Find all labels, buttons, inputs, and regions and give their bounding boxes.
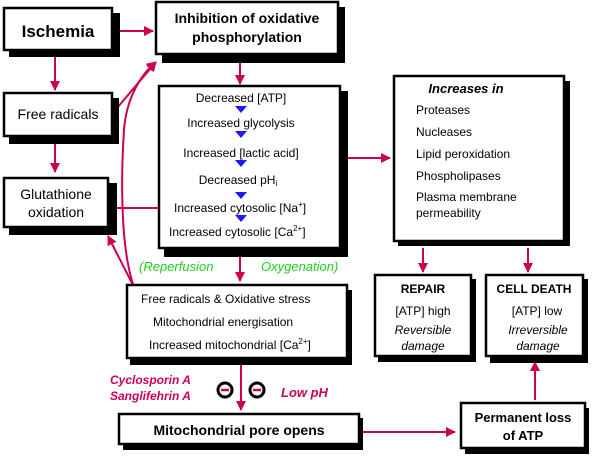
step-arrow-icon bbox=[235, 160, 247, 167]
arrow-reperfusion-to-inhibition bbox=[121, 61, 157, 293]
pore-label: Mitochondrial pore opens bbox=[153, 422, 324, 438]
increases-item: Phospholipases bbox=[416, 169, 501, 183]
node-repair: REPAIR [ATP] high Reversible damage bbox=[373, 273, 476, 362]
node-ischemia: Ischemia bbox=[2, 6, 120, 57]
inhibitor-sanglifehrin: Sanglifehrin A bbox=[110, 389, 191, 403]
node-metabolic-cascade: Decreased [ATP] Increased glycolysis Inc… bbox=[157, 84, 348, 257]
node-cell-death: CELL DEATH [ATP] low Irreversible damage bbox=[484, 273, 588, 363]
node-free-radicals: Free radicals bbox=[2, 91, 119, 144]
repair-desc-line2: damage bbox=[401, 339, 445, 353]
cell-death-atp: [ATP] low bbox=[512, 304, 563, 318]
inhibition-label-line2: phosphorylation bbox=[192, 29, 302, 45]
increases-title: Increases in bbox=[428, 81, 503, 96]
inhibit-icon-right bbox=[248, 381, 266, 399]
cascade-step-3: Increased [lactic acid] bbox=[183, 146, 298, 160]
repair-title: REPAIR bbox=[401, 282, 446, 296]
low-ph-label: Low pH bbox=[281, 385, 329, 400]
cell-death-desc-line1: Irreversible bbox=[508, 323, 568, 337]
node-reperfusion-effects: Free radicals & Oxidative stress Mitocho… bbox=[125, 283, 352, 365]
node-mitochondrial-pore-opens: Mitochondrial pore opens bbox=[117, 412, 363, 450]
free-radicals-label: Free radicals bbox=[18, 106, 99, 122]
step-arrow-icon bbox=[235, 215, 247, 222]
step-arrow-icon bbox=[235, 131, 247, 138]
cascade-step-5: Increased cytosolic [Na+] bbox=[174, 200, 306, 215]
cell-death-title: CELL DEATH bbox=[497, 282, 572, 296]
node-permanent-loss-atp: Permanent loss of ATP bbox=[459, 401, 589, 454]
repair-desc-line1: Reversible bbox=[395, 323, 452, 337]
reperfusion-effect-1: Free radicals & Oxidative stress bbox=[141, 292, 310, 306]
increases-item: Plasma membrane bbox=[416, 190, 517, 204]
glutathione-label-line1: Glutathione bbox=[20, 186, 92, 202]
inhibitor-cyclosporin: Cyclosporin A bbox=[110, 373, 191, 387]
increases-item: permeability bbox=[416, 206, 481, 220]
node-inhibition-oxidative-phosphorylation: Inhibition of oxidative phosphorylation bbox=[154, 0, 345, 63]
cascade-step-2: Increased glycolysis bbox=[187, 116, 294, 130]
inhibit-icon-left bbox=[216, 381, 234, 399]
node-increases-in: Increases in Proteases Nucleases Lipid p… bbox=[392, 74, 570, 246]
step-arrow-icon bbox=[235, 192, 247, 199]
cascade-step-6: Increased cytosolic [Ca2+] bbox=[169, 224, 306, 239]
cascade-step-1: Decreased [ATP] bbox=[196, 91, 286, 105]
increases-item: Nucleases bbox=[416, 125, 472, 139]
permanent-loss-line2: of ATP bbox=[503, 428, 544, 443]
increases-item: Proteases bbox=[416, 103, 470, 117]
reperfusion-effect-2: Mitochondrial energisation bbox=[153, 315, 293, 329]
reperfusion-label: (Reperfusion bbox=[139, 259, 213, 274]
inhibition-label-line1: Inhibition of oxidative bbox=[175, 10, 320, 26]
oxygenation-label: Oxygenation) bbox=[261, 259, 338, 274]
cascade-step-4: Decreased pHi bbox=[199, 173, 278, 188]
increases-item: Lipid peroxidation bbox=[416, 147, 510, 161]
node-glutathione-oxidation: Glutathione oxidation bbox=[2, 176, 117, 235]
cell-death-desc-line2: damage bbox=[516, 339, 560, 353]
reperfusion-effect-3: Increased mitochondrial [Ca2+] bbox=[149, 337, 311, 352]
repair-atp: [ATP] high bbox=[395, 304, 450, 318]
permanent-loss-line1: Permanent loss bbox=[475, 410, 572, 425]
glutathione-label-line2: oxidation bbox=[28, 204, 84, 220]
ischemia-label: Ischemia bbox=[22, 22, 95, 41]
step-arrow-icon bbox=[235, 106, 247, 113]
